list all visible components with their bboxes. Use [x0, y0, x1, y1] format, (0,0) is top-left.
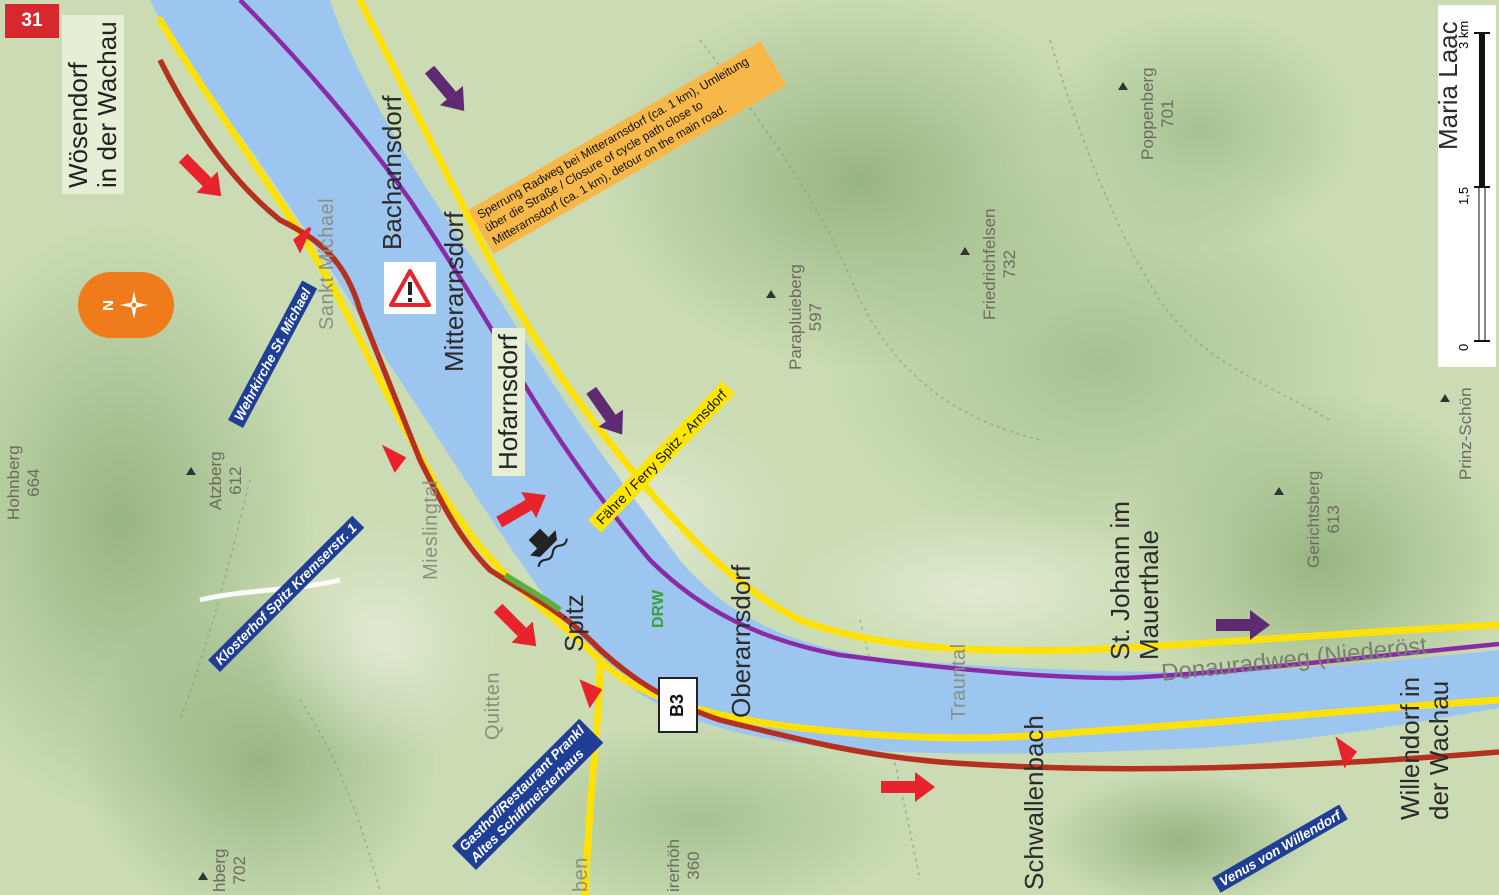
label-ben: ben [570, 857, 592, 892]
drw-label: DRW [650, 590, 667, 628]
red-arrow [881, 772, 935, 802]
town-hofarnsdorf: Hofarnsdorf [492, 328, 525, 476]
label-sankt-michael: Sankt Michael [316, 197, 338, 330]
peak-gerichtsberg: Gerichtsberg 613 [1304, 470, 1343, 568]
peak-prinz-schoen: Prinz-Schön [1456, 387, 1475, 480]
purple-arrow [586, 386, 624, 435]
warning-triangle-icon [389, 269, 431, 307]
town-oberarnsdorf: Oberarnsdorf [726, 564, 756, 718]
poi-pointers [293, 226, 1358, 769]
scale-tick-0: 0 [1456, 343, 1471, 351]
scale-bar: 0 1,5 3 km [1438, 5, 1496, 367]
town-maria-laach: Maria Laac [1433, 21, 1463, 150]
peak-geierhoehe: irerhöh 360 [664, 839, 703, 892]
town-spitz: Spitz [559, 594, 589, 652]
town-woesendorf: Wösendorf in der Wachau [62, 15, 124, 194]
town-mitterarnsdorf: Mitterarnsdorf [439, 211, 469, 372]
purple-direction-arrows [424, 65, 1270, 640]
red-arrow [493, 603, 537, 647]
cycle-route-north-bank [238, 0, 1499, 681]
summit-markers [186, 82, 1450, 880]
page-number-badge: 31 [5, 4, 59, 38]
red-direction-arrows [178, 153, 935, 802]
peak-hohnberg: Hohnberg 664 [4, 445, 43, 520]
purple-arrow [424, 65, 465, 111]
red-arrow [496, 492, 546, 528]
town-bacharnsdorf: Bacharnsdorf [377, 95, 407, 250]
compass-badge: N [78, 272, 174, 338]
red-arrow [178, 153, 222, 197]
label-trauntal: Trauntal [948, 643, 970, 720]
town-willendorf: Willendorf in der Wachau [1395, 676, 1454, 820]
peak-poppenberg: Poppenberg 701 [1138, 67, 1177, 160]
purple-arrow [1216, 610, 1270, 640]
peak-friedrichfelsen: Friedrichfelsen 732 [980, 208, 1019, 321]
road-b3-sign: B3 [658, 677, 698, 733]
scale-tick-mid: 1,5 [1456, 186, 1471, 205]
peak-parapluieberg: Parapluieberg 597 [786, 264, 825, 370]
town-st-johann: St. Johann im Mauerthale [1105, 501, 1164, 660]
town-schwallenbach: Schwallenbach [1019, 715, 1049, 890]
peak-atzberg: Atzberg 612 [206, 451, 245, 510]
scale-bar-graphic [1474, 32, 1490, 342]
label-quitten: Quitten [482, 672, 504, 740]
label-mieslingtal: Mieslingtal [420, 480, 442, 580]
main-roads [156, 0, 1499, 895]
warning-sign [384, 262, 436, 314]
danube-river [150, 0, 1499, 754]
peak-hirschberg: hberg 702 [210, 848, 249, 892]
ferry-boat-icon [528, 528, 568, 568]
compass-north-label: N [99, 299, 117, 311]
road-b3-label: B3 [667, 693, 688, 717]
cycle-route-south-bank [157, 58, 1499, 772]
compass-rose-icon [120, 291, 149, 319]
